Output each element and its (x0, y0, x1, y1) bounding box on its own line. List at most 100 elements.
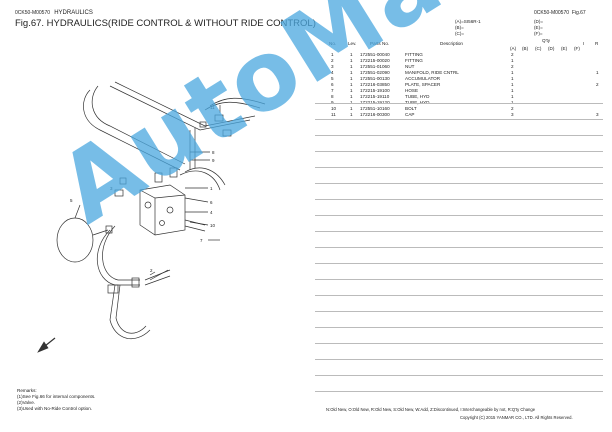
cell-qty-a: 1 (511, 58, 514, 63)
cell-qty-a: 2 (511, 106, 514, 111)
cell-lev: 1 (350, 64, 353, 69)
cell-no: 5 (331, 76, 334, 81)
cell-r: 3 (596, 112, 599, 117)
cell-qty-a: 1 (511, 94, 514, 99)
cell-description: PLATE, SPACER (405, 82, 441, 87)
row-divider (315, 167, 603, 168)
cell-lev: 1 (350, 82, 353, 87)
cell-r: 2 (596, 82, 599, 87)
cell-lev: 1 (350, 94, 353, 99)
section-name: HYDRAULICS (54, 10, 93, 16)
callout-3: 3 (110, 186, 113, 191)
cell-parts-no: 172215-00020 (360, 58, 390, 63)
remarks: Remarks: (1)See Fig.66 for internal comp… (17, 388, 96, 411)
cell-lev: 1 (350, 58, 353, 63)
qty-col-b: (B) (522, 46, 529, 51)
cell-qty-a: 2 (511, 64, 514, 69)
cell-lev: 1 (350, 88, 353, 93)
model-code: 0CK50-M00570 HYDRAULICS (15, 10, 93, 16)
cell-parts-no: 172551-02090 (360, 70, 390, 75)
cell-no: 3 (331, 64, 334, 69)
row-divider (315, 183, 603, 184)
serial-ranges-right: (D)= (E)= (F)= (534, 19, 544, 36)
cell-description: CAP (405, 112, 415, 117)
qty-col-f: (F) (574, 46, 580, 51)
callout-11: 11 (210, 105, 215, 110)
col-qty: Q'ty (542, 38, 551, 43)
qty-col-d: (D) (548, 46, 555, 51)
cell-no: 11 (331, 112, 336, 117)
callout-2: 2 (150, 268, 153, 273)
cell-description: TUBE, HYD (405, 94, 430, 99)
cell-parts-no: 172216-03850 (360, 82, 390, 87)
cell-no: 7 (331, 88, 334, 93)
callout-4: 4 (210, 210, 213, 215)
cell-no: 2 (331, 58, 334, 63)
col-i: I (583, 41, 585, 46)
row-divider (315, 391, 603, 392)
col-parts-no: Parts No. (370, 41, 390, 46)
cell-description: NUT (405, 64, 415, 69)
callout-7: 7 (200, 238, 203, 243)
col-r: R (595, 41, 599, 46)
row-divider (315, 311, 603, 312)
row-divider (315, 375, 603, 376)
cell-description: ACCUMULATOR (405, 76, 441, 81)
cell-description: TUBE, HYD (405, 100, 430, 105)
exploded-parts-diagram: 11 8 9 1 6 4 10 7 5 3 2 (37, 81, 266, 353)
figure-title: Fig.67. HYDRAULICS(RIDE CONTROL & WITHOU… (15, 18, 316, 29)
row-divider (315, 295, 603, 296)
col-no: No. (329, 41, 337, 46)
cell-parts-no: 172551-01060 (360, 64, 390, 69)
row-divider (315, 247, 603, 248)
cell-r: 1 (596, 70, 599, 75)
callout-10: 10 (210, 223, 216, 228)
cell-no: 10 (331, 106, 337, 111)
change-legend: N:Old New, O:Old New, R:Old New, S:Old N… (326, 407, 536, 412)
cell-parts-no: 172215-19110 (360, 94, 390, 99)
row-divider (315, 119, 603, 120)
callout-1: 1 (210, 186, 213, 191)
qty-col-a: (A) (510, 46, 517, 51)
cell-lev: 1 (350, 106, 353, 111)
qty-col-c: (C) (535, 46, 542, 51)
cell-description: HOSE (405, 88, 419, 93)
cell-lev: 1 (350, 76, 353, 81)
cell-parts-no: 172215-19100 (360, 88, 390, 93)
callout-8: 8 (212, 150, 215, 155)
cell-qty-a: 2 (511, 52, 514, 57)
cell-description: FITTING (405, 58, 423, 63)
row-divider (315, 151, 603, 152)
row-divider (315, 343, 603, 344)
cell-description: BOLT (405, 106, 417, 111)
row-divider (315, 263, 603, 264)
cell-qty-a: 1 (511, 88, 514, 93)
cell-no: 6 (331, 82, 334, 87)
cell-lev: 1 (350, 100, 353, 105)
col-lev: Lev. (348, 41, 357, 46)
cell-lev: 1 (350, 112, 353, 117)
cell-qty-a: 1 (511, 100, 514, 105)
cell-qty-a: 1 (511, 82, 514, 87)
right-model-code: 0CK50-M00570 Fig.67 (534, 10, 586, 16)
cell-no: 1 (331, 52, 334, 57)
cell-qty-a: 1 (511, 76, 514, 81)
cell-qty-a: 3 (511, 112, 514, 117)
row-divider (315, 359, 603, 360)
row-divider (315, 279, 603, 280)
cell-parts-no: 172551-00040 (360, 52, 390, 57)
row-divider (315, 135, 603, 136)
cell-lev: 1 (350, 52, 353, 57)
row-divider (315, 231, 603, 232)
copyright: Copyright (C) 2015 YANMAR CO., LTD. All … (460, 415, 573, 420)
row-divider (315, 103, 603, 104)
cell-description: MANIFOLD, RIDE CNTRL (405, 70, 459, 75)
cell-description: FITTING (405, 52, 423, 57)
row-divider (315, 199, 603, 200)
row-divider (315, 327, 603, 328)
cell-qty-a: 1 (511, 70, 514, 75)
tube-hyd-line (83, 89, 181, 171)
cell-parts-no: 172216-00300 (360, 112, 390, 117)
callout-6: 6 (210, 200, 213, 205)
cell-no: 9 (331, 100, 334, 105)
